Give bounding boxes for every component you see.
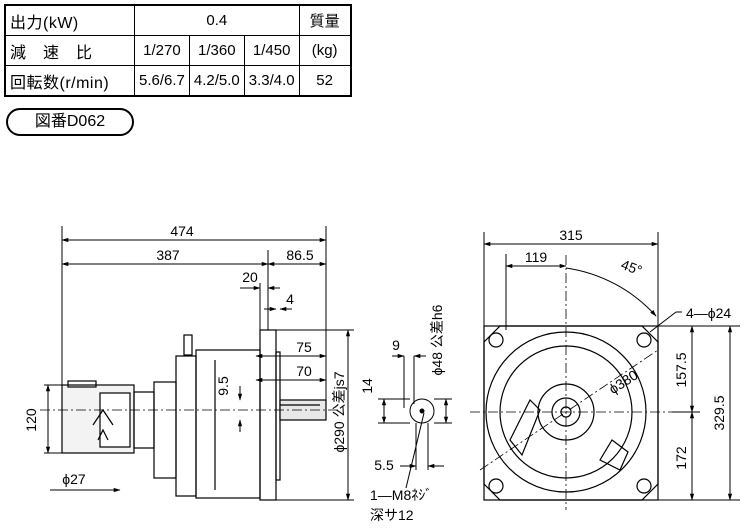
bolt-hole-tl [488,332,504,348]
side-view [40,329,340,501]
dim-387: 387 [156,247,180,263]
motor-flange [133,391,155,449]
tap-note-2: 深サ12 [370,507,414,523]
dim-315: 315 [559,227,583,243]
front-dimensions [483,232,740,501]
gear-rib [509,398,541,457]
ratio-label: 減 速 比 [4,35,135,66]
bolt-hole-bl [488,478,504,494]
ratio-value: 1/270 [134,35,190,66]
figure-number-badge: 図番D062 [6,108,134,136]
dim-119: 119 [525,249,548,265]
weight-header: 質量 [298,4,352,36]
bolt-hole-br [636,478,652,494]
terminal-box [99,392,131,448]
spec-row-speed: 回転数(r/min) 5.6/6.7 4.2/5.0 3.3/4.0 52 [4,65,352,97]
spec-row-ratio: 減 速 比 1/270 1/360 1/450 (kg) [4,35,352,66]
dim-70: 70 [296,363,312,379]
speed-value: 4.2/5.0 [188,65,245,97]
dim-phi48: ϕ48 公差h6 [429,304,445,375]
weight-unit: (kg) [298,35,352,66]
tap-hole [419,408,425,414]
dim-86-5: 86.5 [286,247,313,263]
dim-329-5: 329.5 [711,395,727,430]
eye-bolt [183,334,193,356]
shaft-end-labels: 9 14 ϕ48 公差h6 5.5 1—M8ﾈｼﾞ 深サ12 [359,304,445,523]
gear-housing-2 [175,355,197,497]
tap-note-1: 1—M8ﾈｼﾞ [370,487,432,503]
dim-phi290: ϕ290 公差js7 [331,371,347,452]
weight-value: 52 [298,65,352,97]
output-value: 0.4 [134,4,300,36]
dim-474: 474 [170,223,194,239]
dim-phi27: ϕ27 [62,471,86,487]
ratio-value: 1/360 [188,35,245,66]
spec-row-output: 出力(kW) 0.4 質量 [4,4,352,36]
dim-120: 120 [23,408,39,432]
side-dimension-labels: 474 387 86.5 20 4 75 70 9.5 120 ϕ27 ϕ290… [23,223,347,487]
spec-table: 出力(kW) 0.4 質量 減 速 比 1/270 1/360 1/450 (k… [4,4,352,97]
bolt-hole-tr [636,332,652,348]
front-view [470,255,672,510]
dim-45-deg: 45° [619,256,644,278]
dim-75: 75 [296,339,312,355]
gear-boss [599,439,629,471]
dim-9-5: 9.5 [215,376,231,396]
speed-label: 回転数(r/min) [4,65,135,97]
dim-phi380: ϕ380 [606,366,641,397]
side-dimensions [44,226,354,501]
speed-value: 3.3/4.0 [243,65,300,97]
dim-14: 14 [359,378,375,394]
gear-housing-main [195,349,261,499]
dim-4: 4 [286,291,294,307]
dim-5-5: 5.5 [374,457,394,473]
dim-holes: 4—ϕ24 [686,305,731,321]
front-dimension-labels: 315 119 45° 4—ϕ24 ϕ380 157.5 329.5 172 [525,227,732,470]
dim-172: 172 [673,446,689,470]
gear-housing-1 [153,381,177,479]
shaft-end-detail [378,353,452,489]
dim-157-5: 157.5 [673,352,689,387]
flange-spigot [275,351,281,481]
dim-20: 20 [242,269,258,285]
motor-fin [67,380,97,388]
speed-value: 5.6/6.7 [134,65,190,97]
dim-9: 9 [392,337,400,353]
flange-chamfer [483,325,659,501]
ratio-value: 1/450 [243,35,300,66]
